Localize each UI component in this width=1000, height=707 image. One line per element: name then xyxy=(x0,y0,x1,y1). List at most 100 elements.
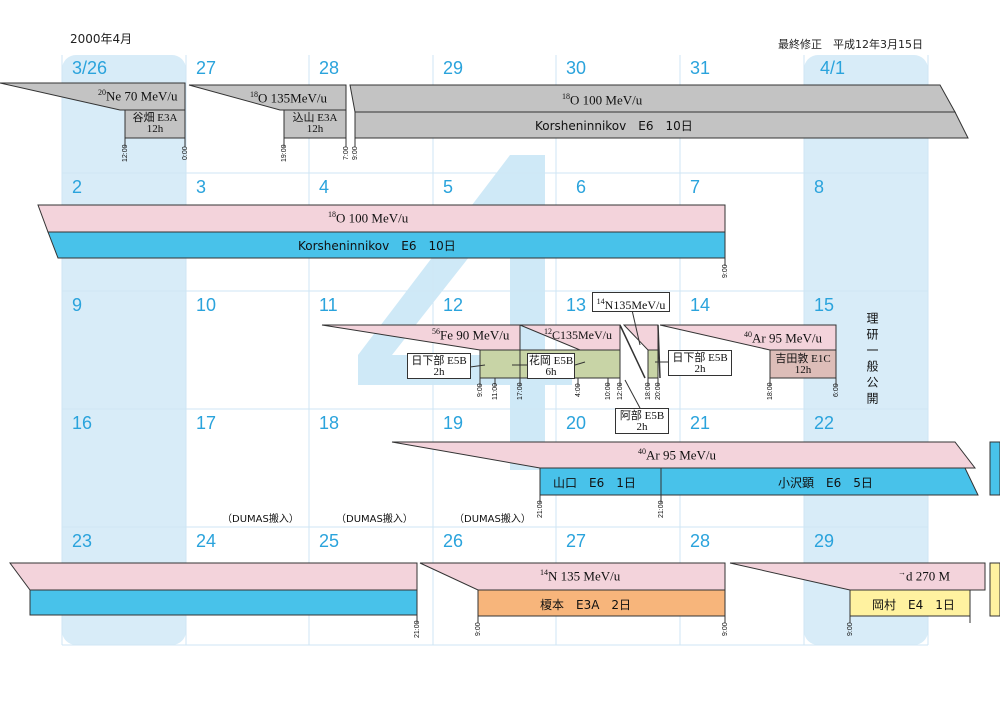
day-number: 13 xyxy=(566,295,587,315)
user-ozawa-bar xyxy=(660,467,979,496)
time-label: 11:00 xyxy=(492,383,499,400)
day-number: 17 xyxy=(196,413,217,433)
day-number: 19 xyxy=(443,413,464,433)
time-label: 9:00 xyxy=(475,622,482,636)
user-label-ozawa: 小沢顕 E6 5日 xyxy=(778,476,873,490)
day-number: 3/26 xyxy=(72,58,108,78)
day-number: 7 xyxy=(690,177,701,197)
user-label-enomoto: 榎本 E3A 2日 xyxy=(540,598,632,612)
day-number: 28 xyxy=(690,531,711,551)
time-label: 9:00 xyxy=(477,383,484,397)
day-number: 10 xyxy=(196,295,217,315)
saturday-column-bg xyxy=(804,55,928,645)
user-label-korsh1: Korsheninnikov E6 10日 xyxy=(535,119,693,133)
dumas-note: （DUMAS搬入） xyxy=(454,514,531,525)
open-house-note: 理研一般公開 xyxy=(865,312,879,408)
day-number: 27 xyxy=(566,531,587,551)
week5-beams xyxy=(9,562,1000,617)
week4-beams xyxy=(391,441,1000,496)
day-number: 24 xyxy=(196,531,217,551)
beam-label-o18a: 18O 135MeV/u xyxy=(250,90,327,106)
day-number: 22 xyxy=(814,413,835,433)
day-number: 29 xyxy=(814,531,835,551)
time-label: 21:00 xyxy=(537,500,544,518)
time-label: 18:00 xyxy=(767,382,774,400)
day-number: 28 xyxy=(319,58,340,78)
beam-label-o18c: 18O 100 MeV/u xyxy=(328,210,409,226)
day-number: 2 xyxy=(72,177,83,197)
user-tanihata-bar xyxy=(124,109,186,139)
time-label: 4:00 xyxy=(575,383,582,397)
user-label-korsh2: Korsheninnikov E6 10日 xyxy=(298,239,456,253)
time-label: 18:00 xyxy=(645,382,652,400)
day-number: 18 xyxy=(319,413,340,433)
user-kusakabe2-bar xyxy=(647,349,659,379)
calendar-grid xyxy=(61,55,929,646)
day-number: 30 xyxy=(566,58,587,78)
day-number: 31 xyxy=(690,58,711,78)
user-korsh1-bar xyxy=(354,111,969,139)
day-number: 11 xyxy=(319,295,338,315)
time-label: 9:00 xyxy=(352,146,359,160)
time-ticks xyxy=(124,138,971,623)
day-number: 23 xyxy=(72,531,93,551)
beam-prev-pink xyxy=(9,562,418,591)
beam-next-week-edge xyxy=(989,441,1000,496)
time-label: 19:00 xyxy=(281,144,288,162)
beam-label-fe56: 56Fe 90 MeV/u xyxy=(432,327,510,343)
time-label: 21:00 xyxy=(658,500,665,518)
week1-beams xyxy=(0,82,969,139)
time-label: 0:00 xyxy=(182,146,189,160)
day-number: 12 xyxy=(443,295,464,315)
user-kusakabe1-bar xyxy=(479,349,521,379)
dumas-note: （DUMAS搬入） xyxy=(222,514,299,525)
beam-label-ar40a: 40Ar 95 MeV/u xyxy=(744,330,823,346)
day-number: 8 xyxy=(814,177,825,197)
time-label: 10:00 xyxy=(605,382,612,400)
beam-n14a xyxy=(622,324,659,351)
beam-label-c12: 12C135MeV/u xyxy=(544,327,613,342)
day-number: 5 xyxy=(443,177,454,197)
beam-o18b xyxy=(349,84,956,113)
time-label: 9:00 xyxy=(722,264,729,278)
user-label-okamura: 岡村 E4 1日 xyxy=(872,598,955,612)
time-label: 17:00 xyxy=(517,382,524,400)
beam-label-n14a: 14N135MeV/u xyxy=(592,292,670,312)
time-label: 21:00 xyxy=(414,620,421,638)
time-label: 20:00 xyxy=(655,382,662,400)
time-label: 9:00 xyxy=(847,622,854,636)
day-number: 4 xyxy=(319,177,330,197)
day-number: 20 xyxy=(566,413,587,433)
day-number: 15 xyxy=(814,295,835,315)
time-label: 6:00 xyxy=(833,383,840,397)
beam-label-ne20: 20Ne 70 MeV/u xyxy=(98,88,178,104)
time-label: 9:00 xyxy=(722,622,729,636)
day-number: 4/1 xyxy=(820,58,846,78)
day-number: 16 xyxy=(72,413,93,433)
beam-prev-blue xyxy=(29,589,418,616)
day-number: 3 xyxy=(196,177,207,197)
day-number: 21 xyxy=(690,413,711,433)
user-enomoto-bar xyxy=(477,589,726,617)
beam-d-tail xyxy=(989,562,1000,617)
revision-date: 最終修正 平成12年3月15日 xyxy=(778,38,923,51)
user-yoshida-bar xyxy=(769,349,837,379)
day-number: 6 xyxy=(576,177,587,197)
beam-ar40b xyxy=(391,441,977,469)
day-number: 26 xyxy=(443,531,464,551)
time-label: 12:00 xyxy=(617,382,624,400)
callout-leaders xyxy=(469,309,668,409)
month-title: 2000年4月 xyxy=(70,32,133,46)
time-label: 12:00 xyxy=(122,144,129,162)
beam-label-d: →d 270 M xyxy=(898,568,951,584)
beam-label-ar40b: 40Ar 95 MeV/u xyxy=(638,447,717,463)
user-komiyama-bar xyxy=(283,109,347,139)
day-number: 14 xyxy=(690,295,711,315)
